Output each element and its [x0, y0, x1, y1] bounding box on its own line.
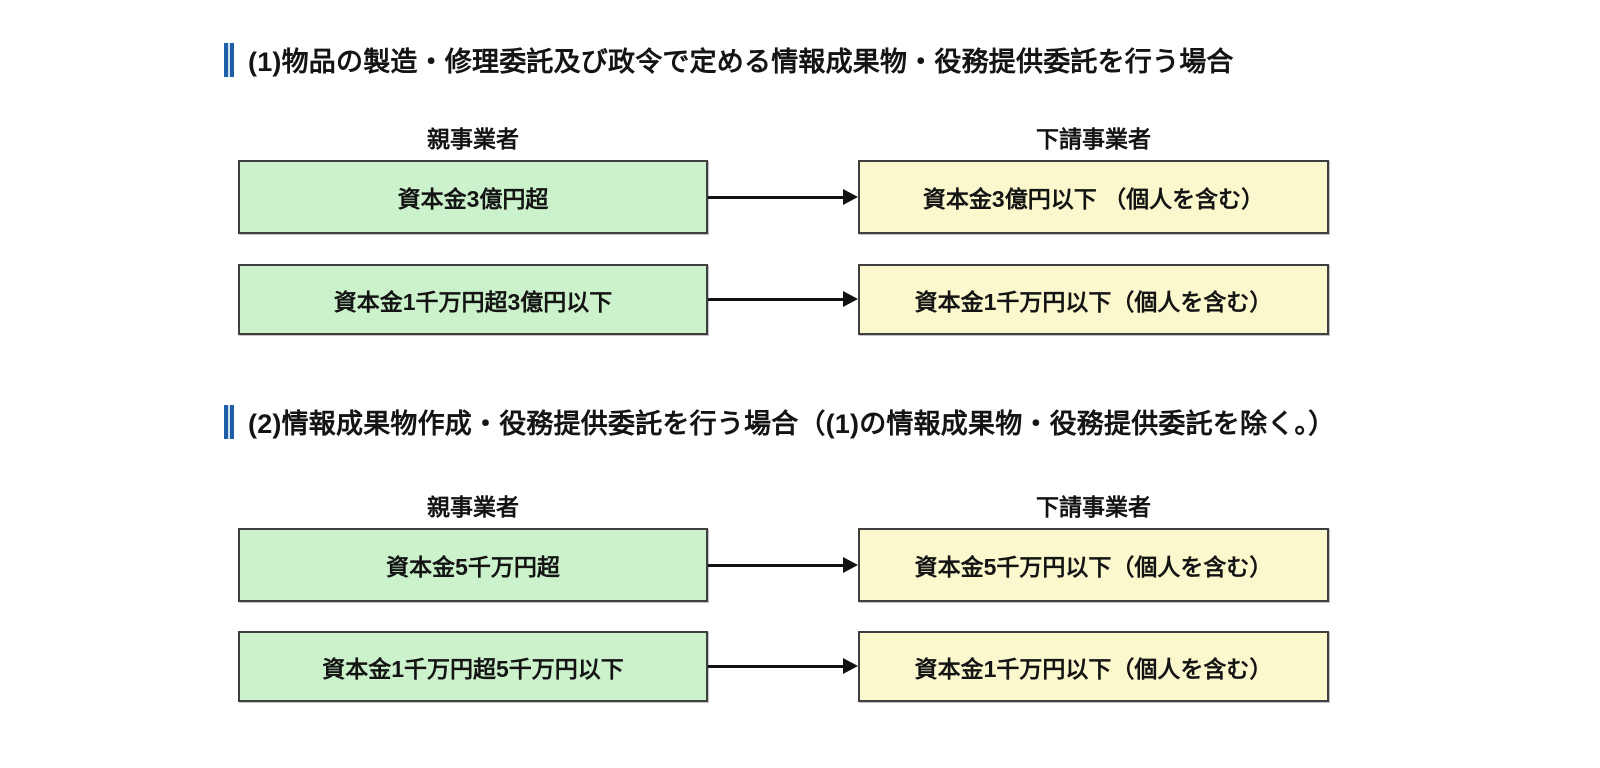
section-1-row-2-parent-box: 資本金1千万円超3億円以下 — [238, 264, 708, 335]
section-1-parent-column-label: 親事業者 — [427, 126, 519, 152]
section-2-heading: (2)情報成果物作成・役務提供委託を行う場合（(1)の情報成果物・役務提供委託を… — [224, 402, 1335, 441]
section-2-row-2-parent-box: 資本金1千万円超5千万円以下 — [238, 631, 708, 702]
arrow-shaft — [708, 195, 843, 199]
arrow-head-icon — [843, 557, 858, 573]
section-1-row-1-arrow — [708, 189, 858, 205]
section-2-row-1-arrow — [708, 557, 858, 573]
arrow-head-icon — [843, 189, 858, 205]
section-1-sub-column-label: 下請事業者 — [1036, 126, 1151, 152]
heading-bar-icon — [224, 42, 236, 77]
section-1-row-2-arrow — [708, 291, 858, 307]
section-1-heading: (1)物品の製造・修理委託及び政令で定める情報成果物・役務提供委託を行う場合 — [224, 40, 1234, 79]
arrow-head-icon — [843, 658, 858, 674]
arrow-head-icon — [843, 291, 858, 307]
section-2-row-1-sub-box: 資本金5千万円以下（個人を含む） — [858, 528, 1329, 602]
section-2-row-2-sub-box: 資本金1千万円以下（個人を含む） — [858, 631, 1329, 702]
section-2-parent-column-label: 親事業者 — [427, 494, 519, 520]
heading-bar-icon — [224, 404, 236, 439]
arrow-shaft — [708, 297, 843, 301]
arrow-shaft — [708, 563, 843, 567]
section-1-row-1-sub-box: 資本金3億円以下 （個人を含む） — [858, 160, 1329, 234]
arrow-shaft — [708, 664, 843, 668]
section-2-row-1-parent-box: 資本金5千万円超 — [238, 528, 708, 602]
section-1-heading-text: (1)物品の製造・修理委託及び政令で定める情報成果物・役務提供委託を行う場合 — [248, 47, 1234, 77]
section-2-sub-column-label: 下請事業者 — [1036, 494, 1151, 520]
section-2-row-2-arrow — [708, 658, 858, 674]
section-1-row-1-parent-box: 資本金3億円超 — [238, 160, 708, 234]
section-1-row-2-sub-box: 資本金1千万円以下（個人を含む） — [858, 264, 1329, 335]
section-2-heading-text: (2)情報成果物作成・役務提供委託を行う場合（(1)の情報成果物・役務提供委託を… — [248, 409, 1336, 439]
